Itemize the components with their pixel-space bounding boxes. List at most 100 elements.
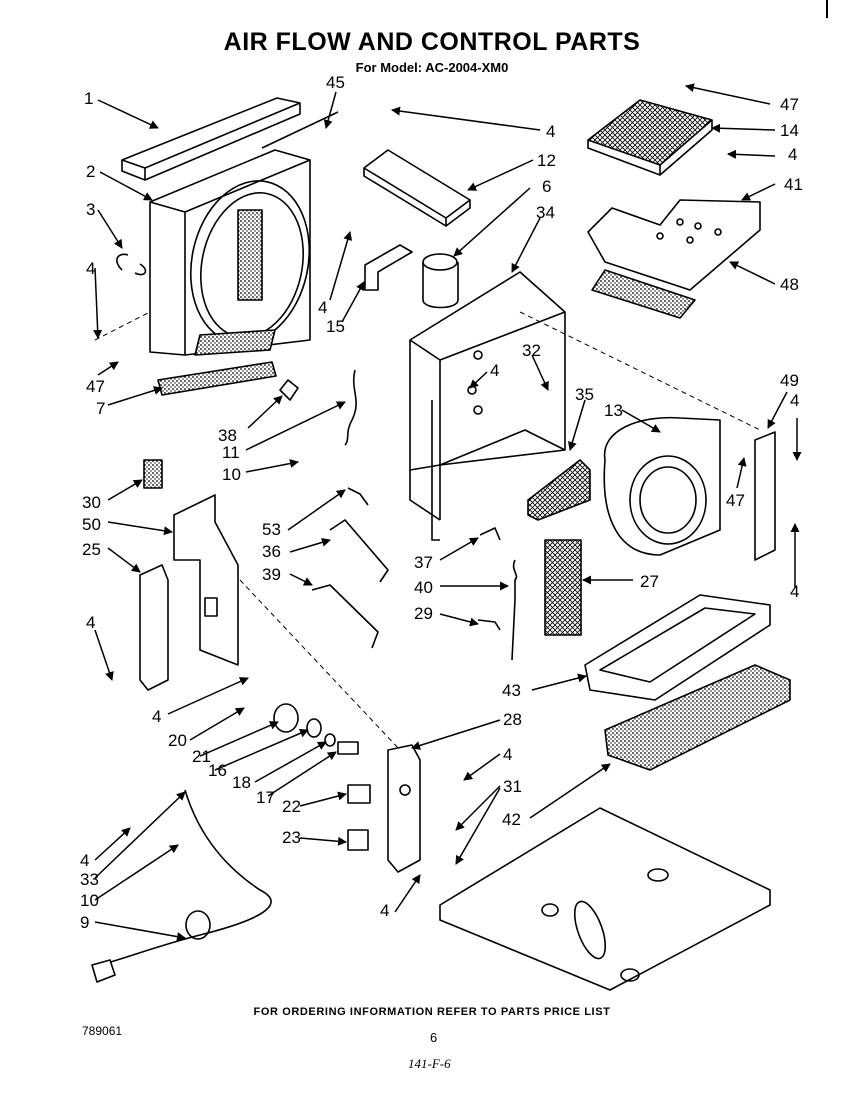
leader-22 [299,791,347,807]
callout-50: 50 [82,515,101,534]
shaft-17 [337,741,359,755]
leader-4b [727,149,776,159]
drain-tray [584,594,771,701]
callout-29: 29 [414,604,433,623]
leader-50 [107,521,173,536]
callout-40: 40 [414,578,433,597]
handwritten-note: 141-F-6 [408,1056,451,1071]
diagram-title: AIR FLOW AND CONTROL PARTS [223,28,641,56]
callout-4: 4 [86,613,95,632]
callout-3: 3 [86,200,95,219]
leader-11 [245,401,346,451]
switch-23 [347,829,369,851]
callout-17: 17 [256,788,275,807]
callout-33: 33 [80,870,99,889]
callout-27: 27 [640,572,659,591]
document-number: 789061 [82,1024,123,1038]
leader-14 [711,123,776,133]
leader-28 [411,719,501,750]
leader-36 [289,537,331,553]
callout-10: 10 [222,465,241,484]
leader-49 [767,391,788,429]
small-bracket [364,244,413,291]
leader-7 [107,386,163,406]
leader-10a [245,459,299,473]
rod-39 [311,584,379,649]
leader-41 [741,183,776,201]
switch-mount-panel [387,744,421,873]
vent-grille [527,459,591,521]
leader-4a [391,106,541,131]
leader-29 [439,613,479,627]
spring-clip [116,253,147,276]
leader-6 [453,187,531,257]
side-bracket [754,431,776,561]
foam-pad-42 [604,664,791,771]
leader-18 [254,741,327,783]
callout-4: 4 [318,298,327,317]
callout-31: 31 [503,777,522,796]
leader-2 [99,171,153,201]
leader-4e [469,371,488,389]
callout-4: 4 [86,259,95,278]
leader-3 [97,209,123,249]
callout-34: 34 [536,203,555,222]
callout-11: 11 [222,443,240,462]
leader-16 [214,729,309,771]
callout-4: 4 [380,901,389,920]
leader-4i [167,677,249,715]
leader-10b [94,844,179,901]
base-pan [439,807,771,991]
leader-48 [729,261,776,285]
leader-47c [736,457,747,489]
leader-34 [511,217,541,273]
page-number: 6 [430,1030,438,1045]
callout-4: 4 [80,851,89,870]
leader-25 [107,547,141,573]
callout-32: 32 [522,341,541,360]
callout-15: 15 [326,317,345,336]
callout-30: 30 [82,493,101,512]
leader-53 [287,489,346,531]
callout-10: 10 [80,891,99,910]
callout-22: 22 [282,797,301,816]
top-cover-panel [121,97,301,181]
clip-37 [479,527,501,541]
leader-32 [531,354,549,391]
rod-part [261,111,339,149]
callout-6: 6 [542,177,551,196]
callout-45: 45 [326,73,345,92]
callout-4: 4 [788,145,797,164]
spring-40 [511,559,518,661]
callout-2: 2 [86,162,95,181]
leader-23 [299,836,347,846]
capacitor [422,253,459,309]
leader-31b [455,787,501,865]
callout-4: 4 [152,707,161,726]
leader-9 [94,921,186,942]
callout-47: 47 [726,491,745,510]
switch-22 [347,784,371,804]
ordering-footer: FOR ORDERING INFORMATION REFER TO PARTS … [253,1006,611,1018]
rod-36 [329,519,389,583]
page-edge-mark [826,0,828,18]
callout-23: 23 [282,828,301,847]
bushing-18 [324,733,336,747]
callout-18: 18 [232,773,251,792]
panel-mounting-plate [139,564,169,691]
callout-35: 35 [575,385,594,404]
leader-33 [94,791,186,879]
leader-37 [439,537,479,561]
callout-4: 4 [490,361,499,380]
wire-clip [279,379,299,401]
air-filter [587,99,713,176]
callout-14: 14 [780,121,799,140]
callout-20: 20 [168,731,187,750]
leader-4d [329,231,353,301]
callout-28: 28 [503,710,522,729]
top-mounting-plate [587,199,761,291]
foam-seal-strip [157,361,277,396]
leader-17 [267,751,337,797]
leader-43 [531,673,587,691]
